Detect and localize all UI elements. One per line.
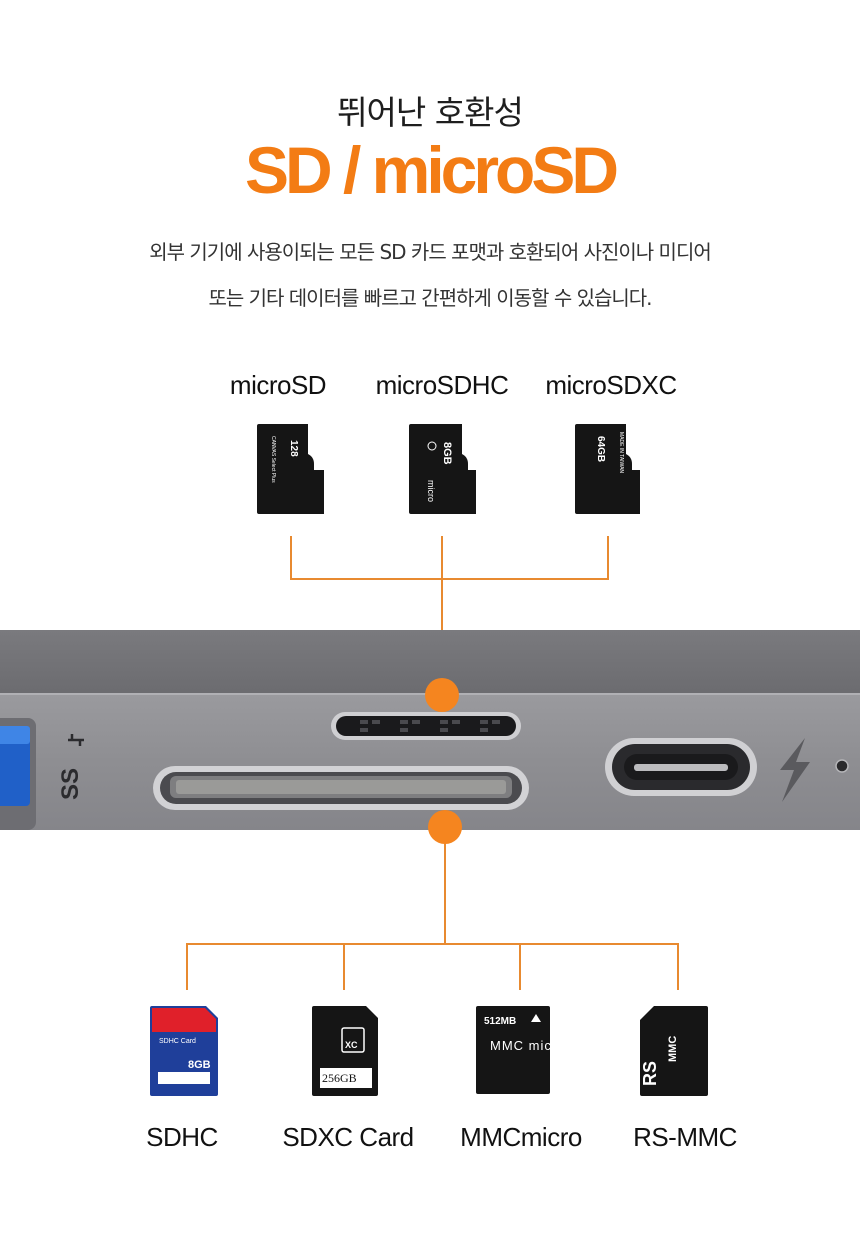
card-label-mmcmicro: MMCmicro bbox=[460, 1122, 582, 1152]
card-label-sdxc: SDXC Card bbox=[282, 1122, 414, 1152]
sdhc-print-type: SDHC Card bbox=[159, 1038, 196, 1045]
sdhc-card-image: SDHC Card 8GB bbox=[150, 1006, 218, 1096]
lightning-bolt-icon bbox=[780, 738, 810, 802]
status-led-icon bbox=[835, 759, 849, 773]
microsd-print-brand: CANVAS Select Plus bbox=[270, 436, 276, 483]
card-label-microsdhc: microSDHC bbox=[375, 370, 509, 400]
card-label-sdhc: SDHC bbox=[146, 1122, 218, 1152]
mmcmicro-card-image: 512MB MMC micro bbox=[476, 1006, 552, 1094]
usb-a-port bbox=[0, 718, 36, 830]
microsdxc-card-image: 64GB MADE IN TAIWAN bbox=[575, 424, 640, 514]
sdxc-print-logo: XC bbox=[345, 1040, 358, 1050]
microsdhc-print-logo: micro bbox=[426, 480, 436, 502]
connector-dot-top bbox=[425, 678, 459, 712]
microsdxc-print-capacity: 64GB bbox=[595, 436, 606, 462]
microsd-slot bbox=[331, 712, 521, 740]
microsd-card-image: 128 CANVAS Select Plus bbox=[257, 424, 324, 514]
rsmmc-print-rs: RS bbox=[640, 1061, 660, 1086]
mmcmicro-print-capacity: 512MB bbox=[484, 1016, 516, 1027]
mmcmicro-print-logo: MMC micro bbox=[490, 1038, 552, 1053]
sd-slot bbox=[153, 766, 529, 810]
page-title: SD / microSD bbox=[244, 133, 619, 207]
sdxc-card-image: 256GB XC bbox=[312, 1006, 378, 1096]
sdxc-print-capacity: 256GB bbox=[322, 1071, 357, 1085]
usb-hub-device: SS bbox=[0, 630, 860, 830]
description-line-2: 또는 기타 데이터를 빠르고 간편하게 이동할 수 있습니다. bbox=[208, 286, 652, 310]
rsmmc-print-mmc: MMC bbox=[667, 1036, 679, 1062]
card-label-microsdxc: microSDXC bbox=[545, 370, 677, 400]
microsdhc-card-image: 8GB micro bbox=[409, 424, 476, 514]
rsmmc-card-image: RS MMC bbox=[640, 1006, 708, 1096]
card-label-rsmmc: RS-MMC bbox=[633, 1122, 737, 1152]
usb-ss-icon: SS bbox=[57, 734, 84, 800]
sdhc-print-capacity: 8GB bbox=[188, 1059, 211, 1071]
connector-dot-bottom bbox=[428, 810, 462, 844]
svg-text:SS: SS bbox=[57, 768, 84, 800]
microsd-print-capacity: 128 bbox=[288, 440, 299, 457]
microsdxc-print-origin: MADE IN TAIWAN bbox=[618, 432, 624, 473]
card-label-microsd: microSD bbox=[229, 370, 327, 400]
microsdhc-print-capacity: 8GB bbox=[441, 442, 453, 465]
usb-c-port bbox=[605, 738, 757, 796]
description-line-1: 외부 기기에 사용이되는 모든 SD 카드 포맷과 호환되어 사진이나 미디어 bbox=[149, 240, 712, 264]
subtitle: 뛰어난 호환성 bbox=[337, 93, 524, 132]
